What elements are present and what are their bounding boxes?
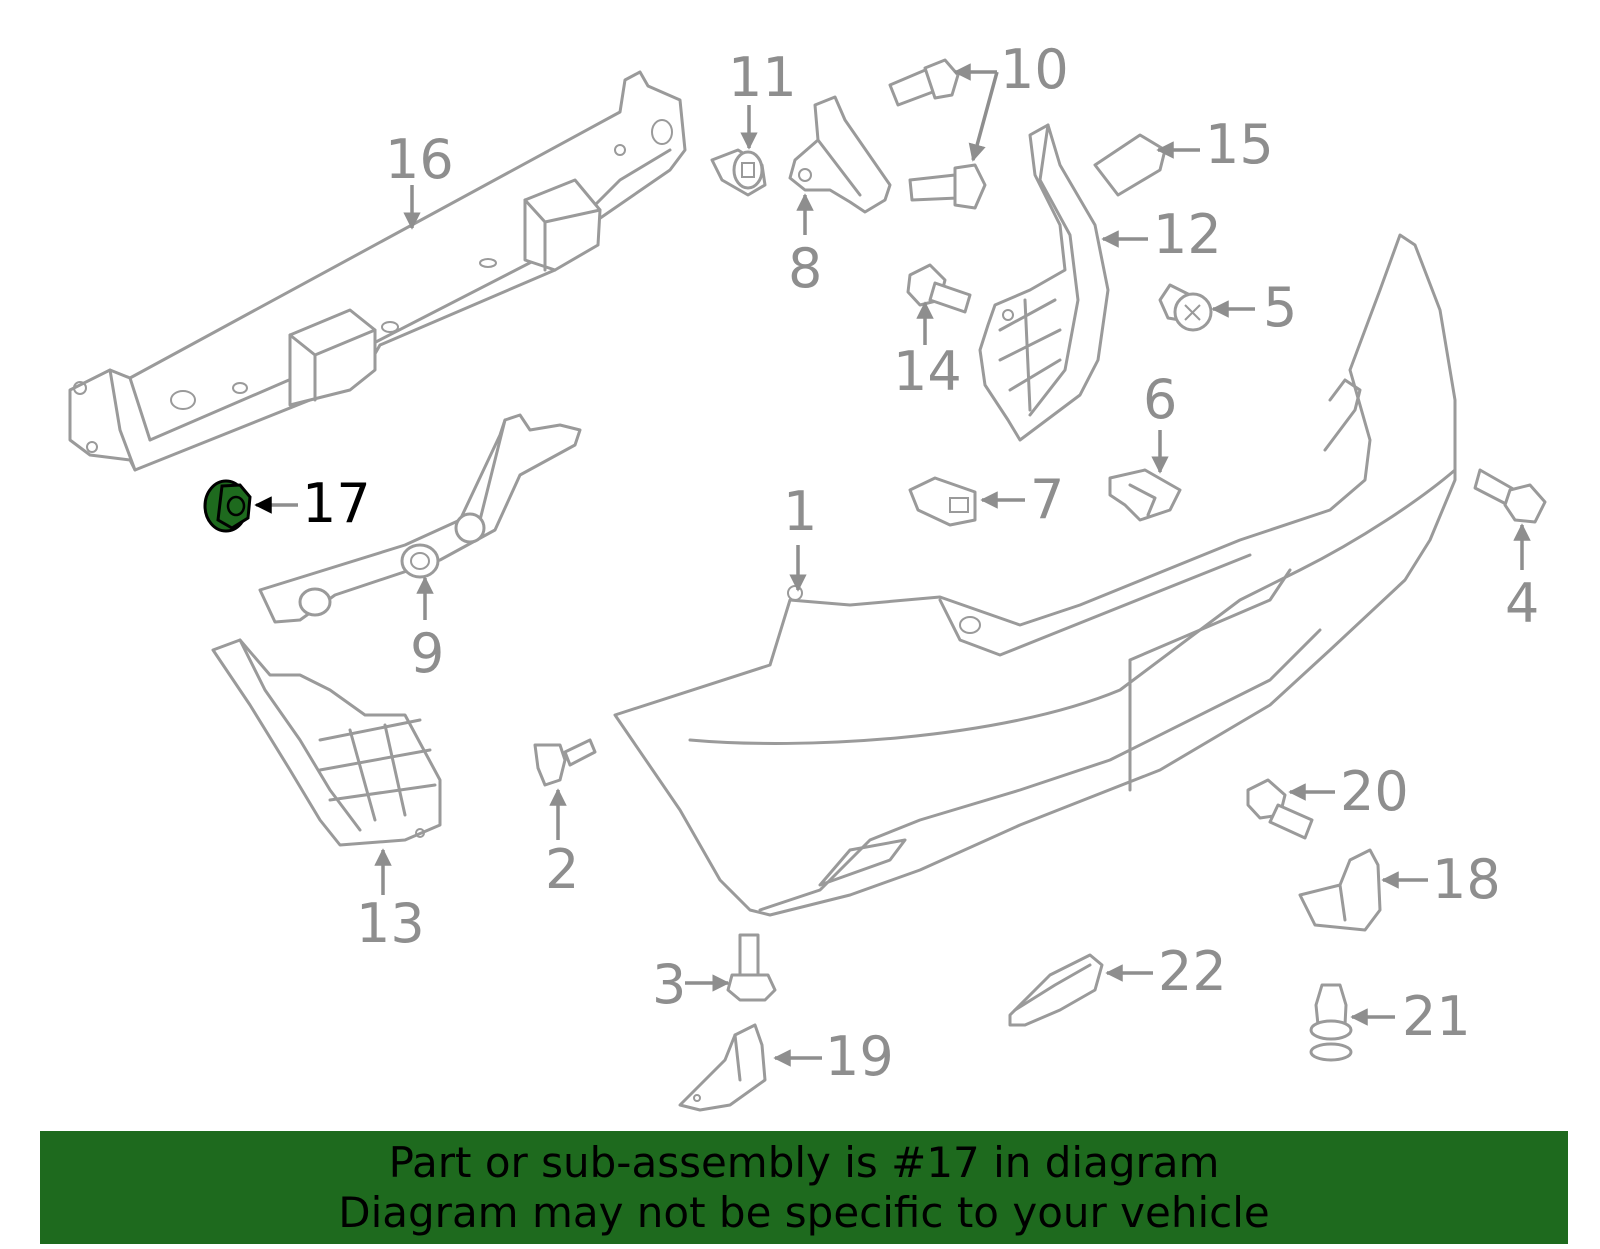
info-banner: Part or sub-assembly is #17 in diagram D… [40,1131,1568,1244]
part-2-clip [533,738,597,787]
callout-7: 7 [1030,468,1064,531]
part-4-bolt [1473,468,1547,524]
callout-13: 13 [356,892,425,955]
callout-10: 10 [1000,38,1069,101]
callout-19: 19 [825,1025,894,1088]
part-5-push-clip [1158,283,1213,332]
part-10-bolts [888,58,987,210]
callout-20: 20 [1340,760,1409,823]
callout-17: 17 [302,472,371,535]
part-15-patch [1093,133,1167,197]
callout-18: 18 [1432,848,1501,911]
leader-arrows [254,63,1531,1067]
part-8-bracket [788,95,892,214]
callout-4: 4 [1505,572,1539,635]
part-18-bracket [1298,848,1382,932]
callout-labels: 16 11 10 15 12 8 5 14 6 7 1 17 4 9 20 2 … [302,38,1539,1088]
part-3-bolt [726,933,777,1002]
part-12-side-bracket [978,123,1110,442]
part-19-bracket [678,1023,767,1112]
callout-1: 1 [783,480,817,543]
part-6-clip [1108,468,1182,522]
part-16-reinforcement-beam [68,70,687,472]
callout-9: 9 [410,622,444,685]
callout-12: 12 [1153,203,1222,266]
callout-3: 3 [652,953,686,1016]
callout-15: 15 [1205,113,1274,176]
part-1-bumper-cover [613,233,1457,917]
callout-22: 22 [1158,940,1227,1003]
banner-line-part-number: Part or sub-assembly is #17 in diagram [388,1137,1220,1187]
callout-16: 16 [385,128,454,191]
banner-line-disclaimer: Diagram may not be specific to your vehi… [338,1187,1270,1237]
part-7-clip [908,476,977,527]
callout-8: 8 [788,237,822,300]
part-14-bolt [906,263,972,314]
callout-21: 21 [1402,985,1471,1048]
part-13-side-bracket [211,638,442,847]
part-11-clip [710,148,767,197]
callout-11: 11 [728,46,797,109]
callout-5: 5 [1263,276,1297,339]
part-20-bolt [1246,778,1314,840]
callout-6: 6 [1143,368,1177,431]
part-22-cover [1008,953,1104,1027]
callout-2: 2 [545,838,579,901]
leader-10b [968,71,999,162]
part-17-nut-highlighted [203,479,252,533]
part-21-push-clip [1309,983,1353,1062]
callout-14: 14 [893,340,962,403]
